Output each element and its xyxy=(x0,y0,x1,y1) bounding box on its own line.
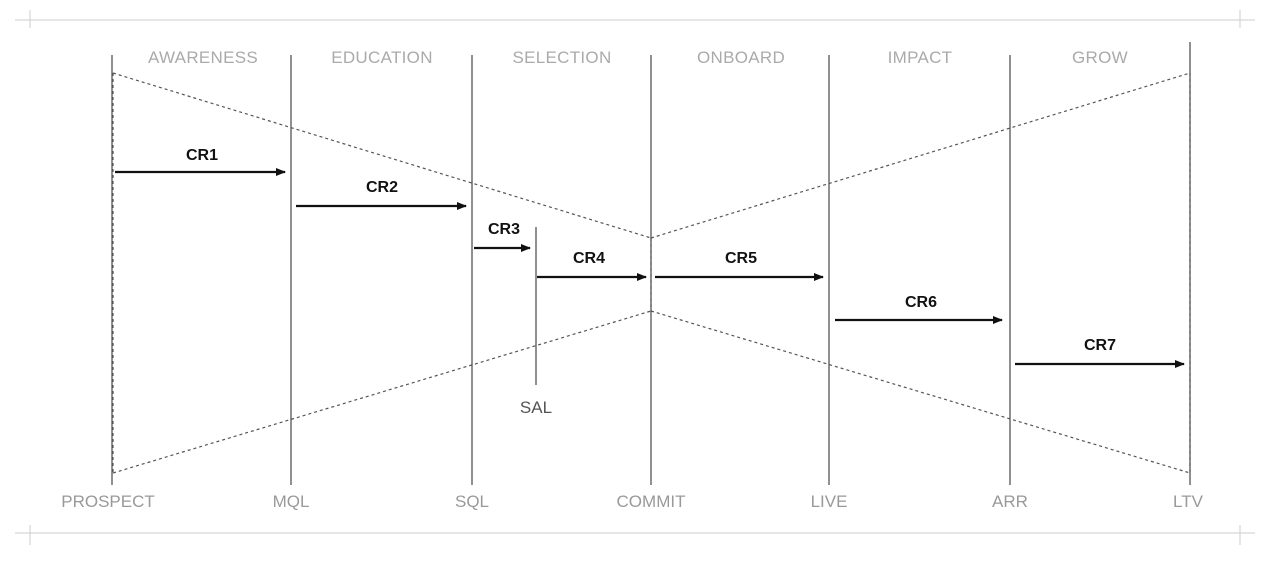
milestone-label-sql: SQL xyxy=(455,492,489,511)
cr-label-7: CR7 xyxy=(1084,337,1116,354)
stage-label-awareness: AWARENESS xyxy=(148,48,258,67)
cr-label-4: CR4 xyxy=(573,250,605,267)
frame xyxy=(15,10,1255,545)
funnel-top-right xyxy=(650,72,1191,239)
conversion-labels: CR1 CR2 CR3 CR4 CR5 CR6 CR7 xyxy=(186,147,1116,354)
milestone-lines xyxy=(111,42,1191,485)
milestone-label-prospect: PROSPECT xyxy=(61,492,155,511)
milestone-label-sal: SAL xyxy=(520,398,552,417)
milestone-label-ltv: LTV xyxy=(1173,492,1204,511)
cr-label-1: CR1 xyxy=(186,147,218,164)
stage-labels: AWARENESS EDUCATION SELECTION ONBOARD IM… xyxy=(148,48,1128,67)
conversion-arrows xyxy=(115,168,1185,368)
stage-label-grow: GROW xyxy=(1072,48,1128,67)
funnel-bottom-right xyxy=(650,310,1191,474)
funnel-top-left xyxy=(112,72,652,239)
milestone-label-commit: COMMIT xyxy=(617,492,686,511)
cr-label-6: CR6 xyxy=(905,294,937,311)
stage-label-education: EDUCATION xyxy=(331,48,433,67)
milestone-label-arr: ARR xyxy=(992,492,1028,511)
milestone-label-live: LIVE xyxy=(811,492,848,511)
stage-label-selection: SELECTION xyxy=(512,48,611,67)
cr-label-3: CR3 xyxy=(488,221,520,238)
stage-label-onboard: ONBOARD xyxy=(697,48,785,67)
milestone-label-mql: MQL xyxy=(273,492,310,511)
cr-label-5: CR5 xyxy=(725,250,757,267)
funnel-bottom-left xyxy=(112,310,652,474)
milestone-labels: PROSPECT MQL SQL COMMIT LIVE ARR LTV SAL xyxy=(61,398,1203,511)
cr-label-2: CR2 xyxy=(366,179,398,196)
stage-label-impact: IMPACT xyxy=(888,48,953,67)
